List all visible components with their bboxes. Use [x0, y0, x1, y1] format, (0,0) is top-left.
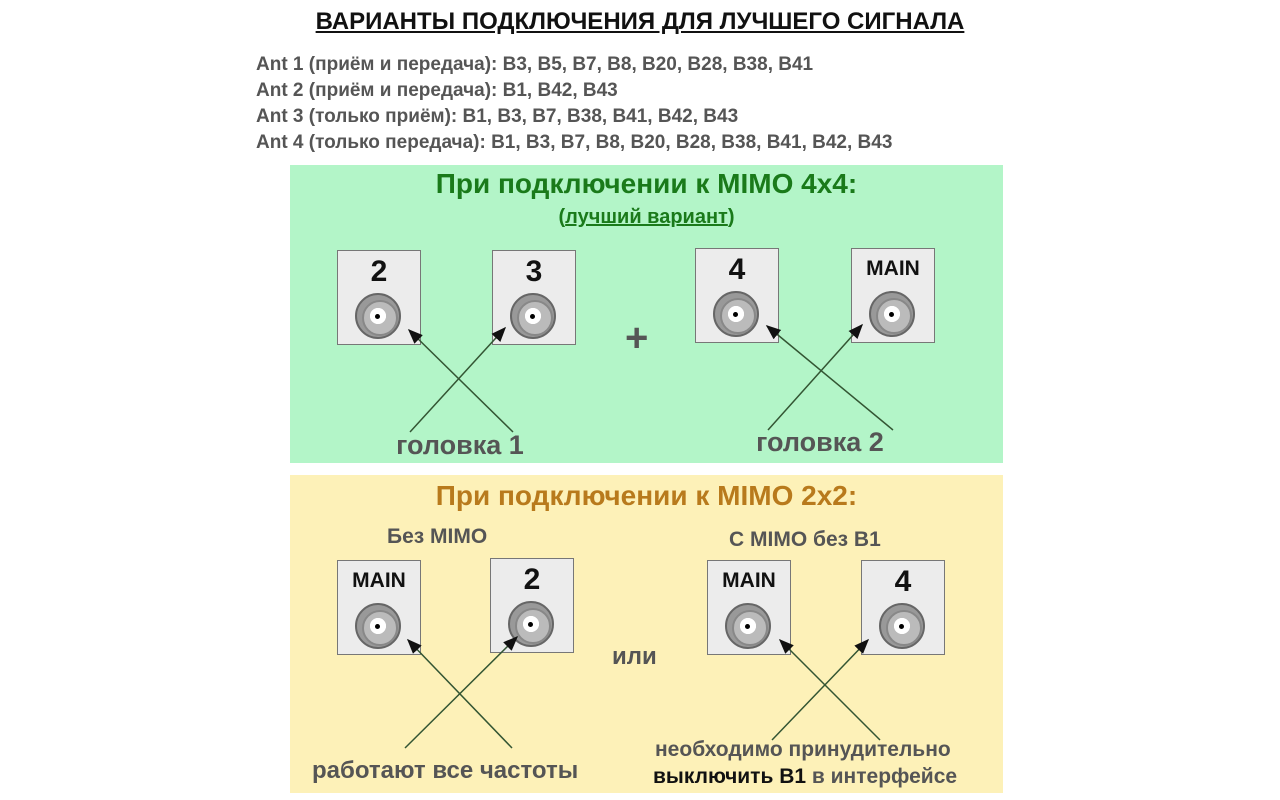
mimo-2x2-heading: При подключении к MIMO 2x2:	[435, 480, 858, 511]
without-mimo-title: Без MIMO	[387, 525, 488, 548]
port-main: MAIN	[851, 248, 935, 343]
ant-2-bands: Ant 2 (приём и передача): B1, B42, B43	[256, 80, 618, 101]
head-2-label: головка 2	[756, 427, 884, 457]
all-frequencies-caption: работают все частоты	[312, 757, 579, 784]
port-4: 4	[695, 248, 779, 343]
disable-b1-caption-1: необходимо принудительно	[655, 738, 951, 761]
port-3: 3	[492, 250, 576, 345]
page-title: ВАРИАНТЫ ПОДКЛЮЧЕНИЯ ДЛЯ ЛУЧШЕГО СИГНАЛА	[315, 8, 965, 35]
plus-sign: +	[625, 316, 649, 360]
connector-icon	[355, 603, 401, 649]
disable-b1-caption-2: выключить B1 в интерфейсе	[653, 765, 958, 788]
ant-4-bands: Ant 4 (только передача): B1, B3, B7, B8,…	[256, 132, 893, 153]
arrow-line	[409, 326, 507, 433]
connector-icon	[869, 291, 915, 337]
connector-icon	[879, 603, 925, 649]
port-4: 4	[861, 560, 945, 655]
or-label: или	[612, 643, 657, 670]
head-1-label: головка 1	[396, 430, 524, 460]
mimo-without-b1-title: С MIMO без B1	[729, 528, 881, 551]
mimo-4x4-heading: При подключении к MIMO 4x4:	[435, 168, 858, 199]
arrow-line	[778, 638, 881, 741]
arrow-line	[771, 638, 870, 741]
arrow-line	[765, 325, 894, 431]
port-main: MAIN	[707, 560, 791, 655]
best-option-note: (лучший вариант)	[558, 206, 735, 228]
arrow-line	[407, 328, 514, 433]
arrow-line	[404, 635, 519, 749]
port-2: 2	[337, 250, 421, 345]
arrow-line	[767, 323, 864, 431]
ant-1-bands: Ant 1 (приём и передача): B3, B5, B7, B8…	[256, 54, 814, 75]
ant-3-bands: Ant 3 (только приём): B1, B3, B7, B38, B…	[256, 106, 739, 127]
